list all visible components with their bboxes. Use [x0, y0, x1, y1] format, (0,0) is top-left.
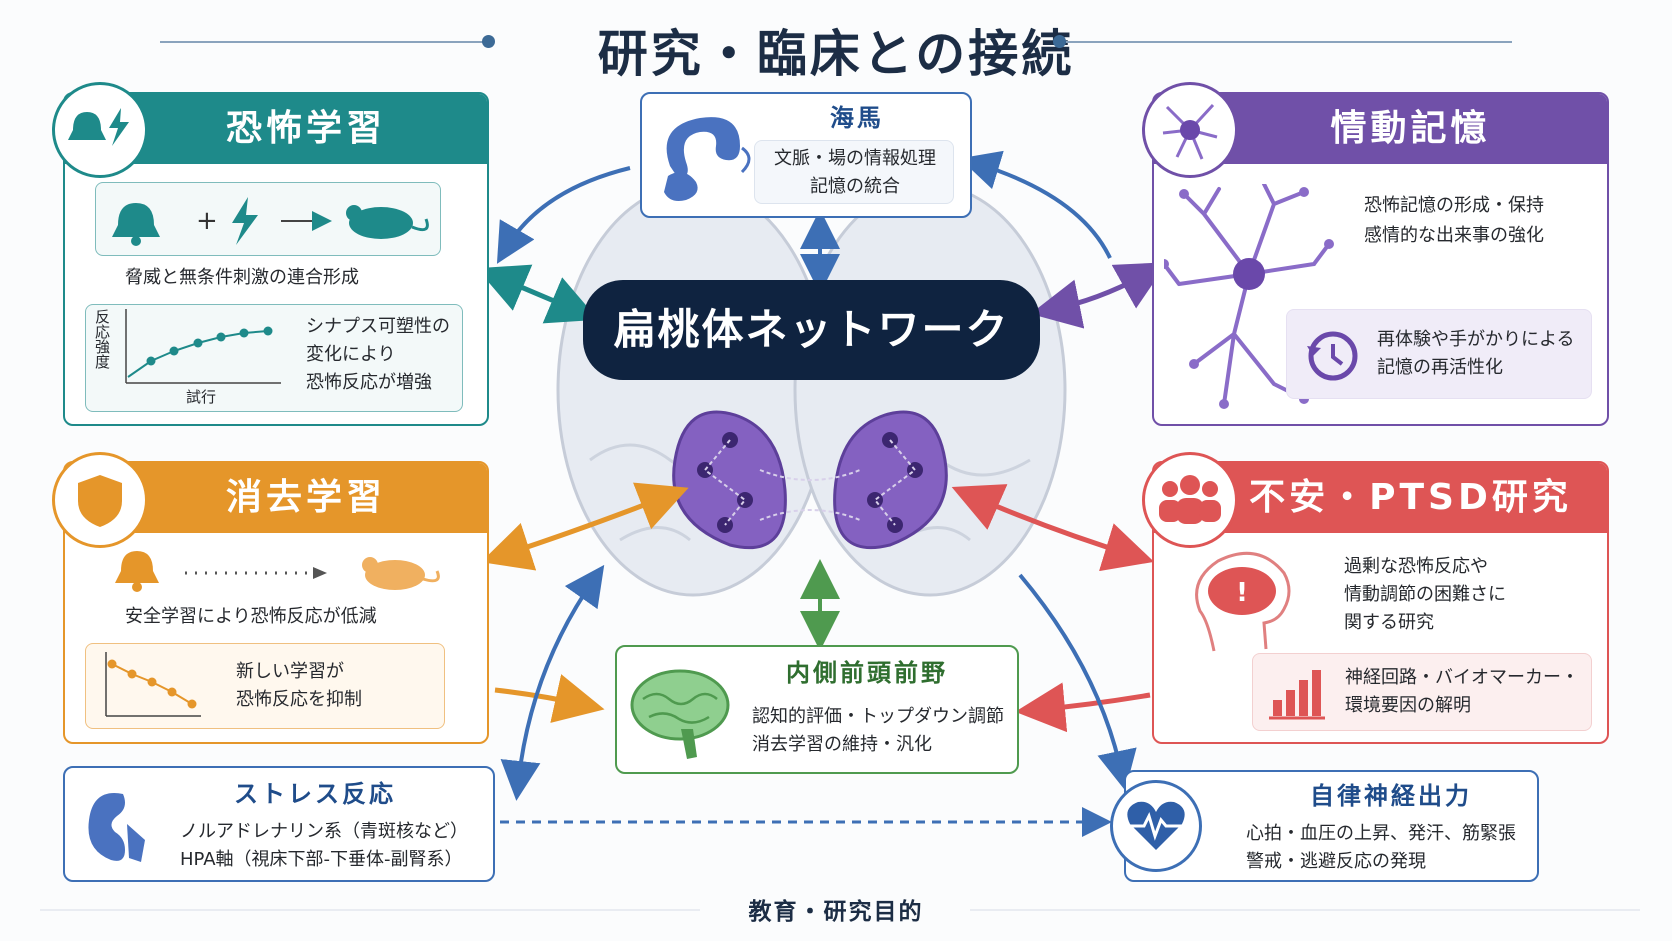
bell-icon — [112, 203, 160, 246]
stress-panel: ストレス反応 ノルアドレナリン系（青斑核など） HPA軸（視床下部-下垂体-副腎… — [63, 766, 495, 882]
mouse-icon — [346, 205, 429, 239]
autonomic-badge — [1110, 780, 1202, 872]
arrow-center-stress — [500, 564, 605, 801]
lightning-icon — [232, 197, 258, 245]
hippocampus-line-2: 記憶の統合 — [810, 176, 900, 197]
title-dot-right — [1053, 35, 1066, 48]
anxiety-line-1: 過剰な恐怖反応や — [1344, 556, 1488, 577]
extinction-illustration — [115, 551, 440, 592]
title-dot-left — [482, 35, 495, 48]
shield-icon — [78, 475, 122, 527]
arrow-extinction-center — [480, 482, 689, 571]
biomarker-line-1: 神経回路・バイオマーカー・ — [1345, 667, 1579, 688]
arrow-anxiety-center — [951, 484, 1155, 572]
extinction-badge — [52, 452, 148, 548]
hippocampus-line-1: 文脈・場の情報処理 — [774, 148, 936, 169]
fear-graph-text-3: 恐怖反応が増強 — [306, 372, 432, 393]
head-brain-icon: ! — [1195, 551, 1291, 652]
svg-text:+: + — [196, 206, 218, 236]
title-bar: 研究・臨床との接続 — [0, 8, 1672, 83]
title-divider-right — [1066, 41, 1512, 43]
recall-line-2: 記憶の再活性化 — [1377, 357, 1503, 378]
anxiety-line-3: 関する研究 — [1344, 612, 1434, 633]
svg-text:!: ! — [1236, 578, 1248, 608]
emotional-memory-badge — [1142, 82, 1238, 178]
bell-icon — [115, 551, 159, 592]
recall-box: 再体験や手がかりによる 記憶の再活性化 — [1286, 309, 1592, 399]
anxiety-badge — [1142, 452, 1238, 548]
amygdala-network-label: 扁桃体ネットワーク — [583, 280, 1040, 380]
hippocampus-title: 海馬 — [830, 104, 884, 132]
bell-icon — [68, 112, 106, 140]
arrow-extinction-mpfc — [494, 674, 605, 723]
recall-line-1: 再体験や手がかりによる — [1377, 329, 1575, 350]
lightning-icon — [109, 108, 129, 146]
mpfc-panel: 内側前頭前野 認知的評価・トップダウン調節 消去学習の維持・汎化 — [615, 645, 1019, 774]
conditioning-box: + — [95, 182, 441, 256]
fear-learning-badge — [52, 82, 148, 178]
brain-illustration — [556, 183, 1067, 597]
neuron-icon — [1164, 184, 1334, 409]
fear-graph-text-1: シナプス可塑性の — [306, 316, 450, 337]
autonomic-panel: 自律神経出力 心拍・血圧の上昇、発汗、筋緊張 警戒・逃避反応の発現 — [1124, 770, 1539, 882]
extinction-curve — [105, 652, 201, 717]
kidney-icon — [88, 793, 145, 862]
fear-graph-text-2: 変化により — [306, 344, 396, 365]
mpfc-line-1: 認知的評価・トップダウン調節 — [752, 706, 1004, 727]
emotional-memory-line-1: 恐怖記憶の形成・保持 — [1364, 195, 1544, 216]
neuron-icon — [1162, 103, 1218, 160]
biomarker-box: 神経回路・バイオマーカー・ 環境要因の解明 — [1252, 653, 1592, 731]
conditioning-illustration: + — [112, 197, 429, 246]
bar-chart-icon — [1269, 670, 1325, 720]
stress-line-1: ノルアドレナリン系（青斑核など） — [180, 821, 468, 842]
title-divider-left — [160, 41, 485, 43]
extinction-graph-text-2: 恐怖反応を抑制 — [236, 689, 362, 710]
fear-learning-caption: 脅威と無条件刺激の連合形成 — [125, 267, 359, 288]
mpfc-line-2: 消去学習の維持・汎化 — [752, 734, 932, 755]
biomarker-line-2: 環境要因の解明 — [1345, 695, 1471, 716]
arrow-emotional-to-hippocampus — [959, 150, 1112, 259]
arrow-center-autonomic — [1018, 573, 1137, 791]
clock-icon — [1307, 331, 1358, 381]
arrow-emotional-center — [1030, 262, 1168, 329]
autonomic-title: 自律神経出力 — [1310, 782, 1472, 810]
heart-pulse-icon — [1127, 801, 1185, 850]
autonomic-line-2: 警戒・逃避反応の発現 — [1246, 851, 1426, 872]
autonomic-line-1: 心拍・血圧の上昇、発汗、筋緊張 — [1246, 823, 1516, 844]
brain-icon — [630, 669, 730, 759]
arrow-anxiety-mpfc — [1015, 682, 1151, 733]
footer-note: 教育・研究目的 — [748, 899, 924, 925]
fear-graph-ylabel: 反応強度 — [93, 309, 111, 369]
arrow-hippocampus-to-fear — [496, 166, 631, 264]
page-title: 研究・臨床との接続 — [597, 25, 1075, 83]
fear-graph-xlabel: 試行 — [186, 388, 217, 406]
extinction-graph-box: 新しい学習が 恐怖反応を抑制 — [85, 643, 445, 729]
hippocampus-panel: 海馬 文脈・場の情報処理 記憶の統合 — [640, 92, 972, 218]
stress-line-2: HPA軸（視床下部-下垂体-副腎系） — [180, 849, 463, 870]
mpfc-title: 内側前頭前野 — [786, 659, 948, 687]
hippocampus-icon — [664, 117, 751, 201]
fear-graph-box: 反応強度 試行 シナプス可塑性の 変化により 恐怖反応が増強 — [85, 304, 463, 412]
fear-learning-curve — [125, 309, 281, 384]
stress-title: ストレス反応 — [234, 780, 396, 808]
people-icon — [1159, 475, 1221, 524]
arrow-fear-center — [476, 264, 599, 324]
extinction-graph-text-1: 新しい学習が — [236, 661, 344, 682]
anxiety-line-2: 情動調節の困難さに — [1344, 584, 1506, 605]
mouse-icon — [362, 557, 440, 590]
extinction-caption: 安全学習により恐怖反応が低減 — [125, 606, 377, 627]
hippocampus-text-box: 文脈・場の情報処理 記憶の統合 — [754, 140, 954, 204]
emotional-memory-line-2: 感情的な出来事の強化 — [1364, 225, 1544, 246]
